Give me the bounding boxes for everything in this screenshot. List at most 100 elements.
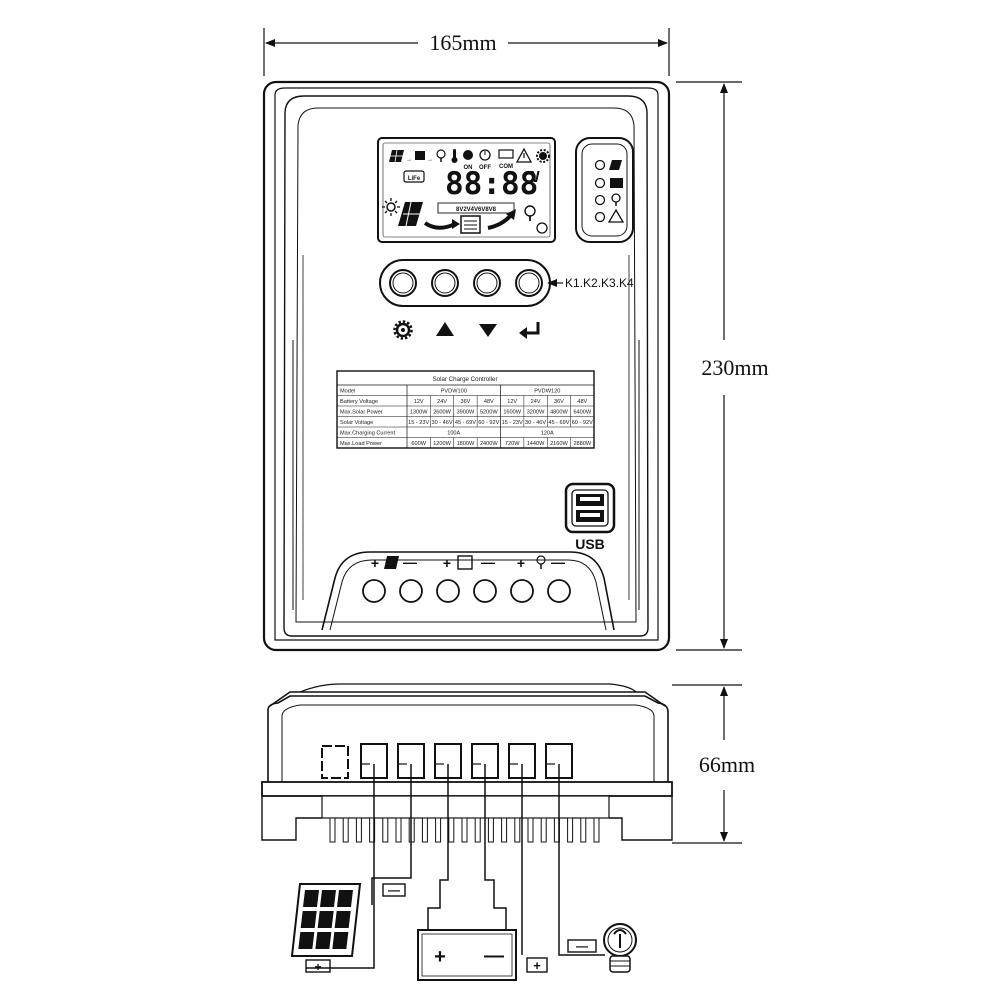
svg-text:+: + bbox=[517, 555, 525, 571]
button-k2[interactable] bbox=[431, 269, 459, 297]
svg-text:→: → bbox=[427, 157, 433, 163]
spec-cell: 5200W bbox=[480, 409, 498, 415]
battery-illustration: + — bbox=[417, 929, 517, 981]
usb-label: USB bbox=[575, 536, 605, 552]
spec-col-model: Model bbox=[340, 389, 355, 395]
solar-cell bbox=[303, 890, 319, 907]
spec-cell: 48V bbox=[577, 399, 587, 405]
heatsink-fin bbox=[501, 817, 508, 843]
spec-table-grid bbox=[337, 385, 594, 448]
spec-cell: 12V bbox=[507, 399, 517, 405]
spec-cell: 15 - 23V bbox=[502, 420, 523, 426]
battery-type-tag: LiFe bbox=[408, 176, 421, 182]
spec-cell: 30 - 46V bbox=[431, 420, 452, 426]
battery-terminal-labels: + — bbox=[443, 554, 495, 571]
solar-cell bbox=[334, 911, 351, 928]
lcd-bar-text: 8V2V4V6V8V8 bbox=[456, 207, 497, 213]
battery-plus-mark: + bbox=[434, 946, 446, 968]
solar-cell bbox=[300, 911, 317, 928]
gear-icon bbox=[536, 149, 550, 163]
heatsink-fin bbox=[514, 817, 521, 843]
spec-cell: 720W bbox=[505, 441, 520, 447]
terminal-battery-icon bbox=[457, 555, 473, 570]
timer-icon bbox=[479, 149, 491, 161]
solar-panel-icon bbox=[389, 149, 404, 163]
side-terminal bbox=[508, 743, 536, 779]
heatsink-fin bbox=[540, 817, 547, 843]
terminal-solar-plus[interactable] bbox=[362, 579, 386, 603]
terminal-load-plus[interactable] bbox=[510, 579, 534, 603]
down-triangle-icon bbox=[479, 324, 497, 337]
spec-cell: 100A bbox=[447, 430, 460, 436]
solar-panel-illustration: + — bbox=[290, 883, 406, 974]
terminal-solar-minus[interactable] bbox=[399, 579, 423, 603]
buttons-callout-label: K1.K2.K3.K4 bbox=[565, 276, 634, 290]
led-solar-panel-icon bbox=[609, 160, 622, 170]
lcd-battery-icon bbox=[460, 215, 481, 234]
led-solar bbox=[594, 159, 606, 171]
spec-col-model-2: PVDW120 bbox=[534, 389, 560, 395]
bulb-icon bbox=[436, 149, 446, 162]
usb-port[interactable]: USB bbox=[564, 482, 616, 552]
terminal-battery-minus[interactable] bbox=[473, 579, 497, 603]
thermometer-icon bbox=[451, 149, 458, 163]
button-k3[interactable] bbox=[473, 269, 501, 297]
heatsink-fin bbox=[593, 817, 600, 843]
off-label: OFF bbox=[479, 165, 491, 171]
load-bulb-illustration: + — bbox=[526, 923, 637, 973]
spec-cell: 1300W bbox=[410, 409, 428, 415]
heatsink-fin bbox=[435, 817, 442, 843]
warning-icon bbox=[515, 147, 533, 163]
spec-cell: 1800W bbox=[457, 441, 475, 447]
on-label: ON bbox=[464, 165, 473, 171]
svg-text:+: + bbox=[443, 555, 451, 571]
button-symbols bbox=[393, 320, 540, 340]
led-bulb-icon bbox=[611, 193, 621, 206]
solar-cell bbox=[337, 890, 353, 907]
spec-cell: 45 - 69V bbox=[455, 420, 476, 426]
spec-cell: 30 - 46V bbox=[525, 420, 546, 426]
led-indicator-panel bbox=[575, 137, 634, 243]
front-view bbox=[262, 80, 671, 652]
heatsink-fin bbox=[527, 817, 534, 843]
com-label: COM bbox=[499, 164, 513, 170]
spec-cell: 12V bbox=[414, 399, 424, 405]
button-k1[interactable] bbox=[389, 269, 417, 297]
spec-table-title: Solar Charge Controller bbox=[433, 376, 498, 383]
spec-cell: 24V bbox=[531, 399, 541, 405]
com-icon bbox=[498, 149, 514, 159]
terminal-load-minus[interactable] bbox=[547, 579, 571, 603]
svg-text:—: — bbox=[481, 554, 495, 570]
up-triangle-icon bbox=[436, 322, 454, 336]
heatsink-fin bbox=[580, 817, 587, 843]
spec-cell: 1600W bbox=[503, 409, 521, 415]
terminal-block-front: + — + — + — bbox=[321, 551, 615, 631]
side-view bbox=[261, 683, 673, 843]
clock-icon bbox=[536, 222, 548, 234]
heatsink-fin bbox=[355, 817, 362, 843]
spec-cell: 24V bbox=[437, 399, 447, 405]
heatsink-fin bbox=[382, 817, 389, 843]
spec-row-label: Solar Voltage bbox=[340, 420, 373, 426]
battery-minus-mark: — bbox=[484, 945, 504, 967]
spec-cell: 600W bbox=[411, 441, 426, 447]
svg-text:+: + bbox=[371, 555, 379, 571]
solar-minus-mark: — bbox=[388, 883, 400, 897]
led-load bbox=[594, 194, 606, 206]
spec-cell: 60 - 92V bbox=[478, 420, 499, 426]
spec-cell: 48V bbox=[484, 399, 494, 405]
spec-row-label: Max.Charging Current bbox=[340, 430, 395, 436]
spec-cell: 1440W bbox=[527, 441, 545, 447]
button-k4[interactable] bbox=[515, 269, 543, 297]
heatsink-fin bbox=[329, 817, 336, 843]
solar-cell bbox=[315, 932, 332, 949]
spec-cell: 2880W bbox=[573, 441, 591, 447]
spec-cell: 60 - 92V bbox=[572, 420, 593, 426]
button-bar: K1.K2.K3.K4 bbox=[379, 259, 634, 307]
lcd-unit: V bbox=[531, 168, 540, 186]
terminal-battery-plus[interactable] bbox=[436, 579, 460, 603]
solar-panel-cells bbox=[298, 890, 353, 949]
wiring bbox=[306, 764, 605, 969]
heatsink-fin bbox=[342, 817, 349, 843]
